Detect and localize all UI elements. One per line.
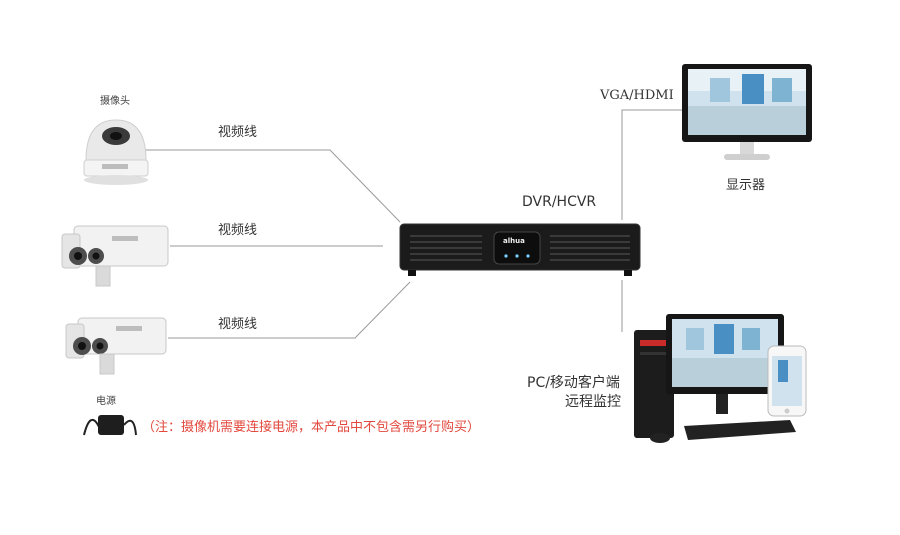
power-adapter-icon [83, 415, 137, 436]
bullet-camera-icon [61, 225, 169, 287]
recorder-label: DVR/HCVR [522, 194, 597, 210]
power-label: 电源 [96, 396, 116, 407]
monitor-icon [682, 64, 812, 160]
vga-hdmi-label: VGA/HDMI [600, 88, 674, 103]
cable-label-1: 视频线 [218, 125, 258, 140]
bullet-camera-2-icon [65, 317, 167, 375]
cable-label-2: 视频线 [218, 223, 258, 238]
cable-line-3 [168, 281, 411, 339]
vga-line [621, 109, 682, 220]
dvr-brand-logo: alhua [503, 237, 525, 245]
power-note: （注：摄像机需要连接电源，本产品中不包含需另行购买） [142, 420, 481, 435]
dome-camera-label: 摄像头 [100, 96, 130, 107]
remote-label-line1: PC/移动客户端 [527, 375, 620, 391]
pc-workstation-icon [634, 314, 807, 443]
cable-line-1 [145, 149, 401, 223]
cable-label-3: 视频线 [218, 317, 258, 332]
monitor-label: 显示器 [726, 178, 766, 193]
remote-label-line2: 远程监控 [565, 394, 621, 410]
dome-camera-icon [83, 119, 149, 185]
dvr-device-icon [399, 223, 641, 276]
